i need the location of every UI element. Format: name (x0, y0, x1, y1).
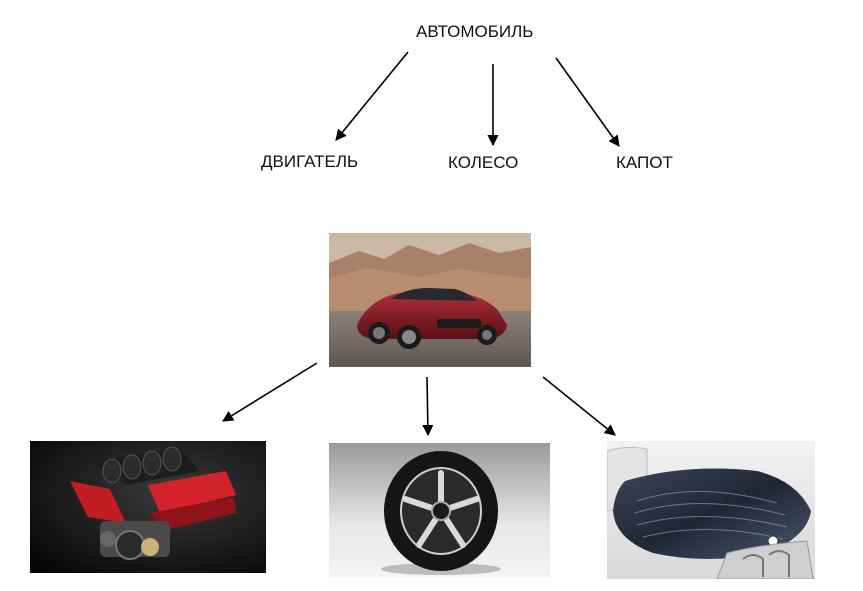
child-label-engine: ДВИГАТЕЛЬ (261, 152, 359, 171)
car-photo (329, 233, 531, 367)
arrow-root-to-engine (335, 51, 409, 141)
engine-photo (30, 441, 266, 573)
child-label-hood: КАПОТ (616, 153, 673, 172)
wheel-photo (329, 443, 550, 577)
root-label: АВТОМОБИЛЬ (416, 22, 534, 41)
arrow-root-to-hood (555, 57, 620, 147)
arrow-car-to-engine (222, 362, 318, 422)
arrow-car-to-wheel (422, 376, 434, 437)
hood-photo (607, 441, 815, 579)
child-label-wheel: КОЛЕСО (448, 153, 519, 172)
arrow-car-to-hood (542, 376, 616, 436)
